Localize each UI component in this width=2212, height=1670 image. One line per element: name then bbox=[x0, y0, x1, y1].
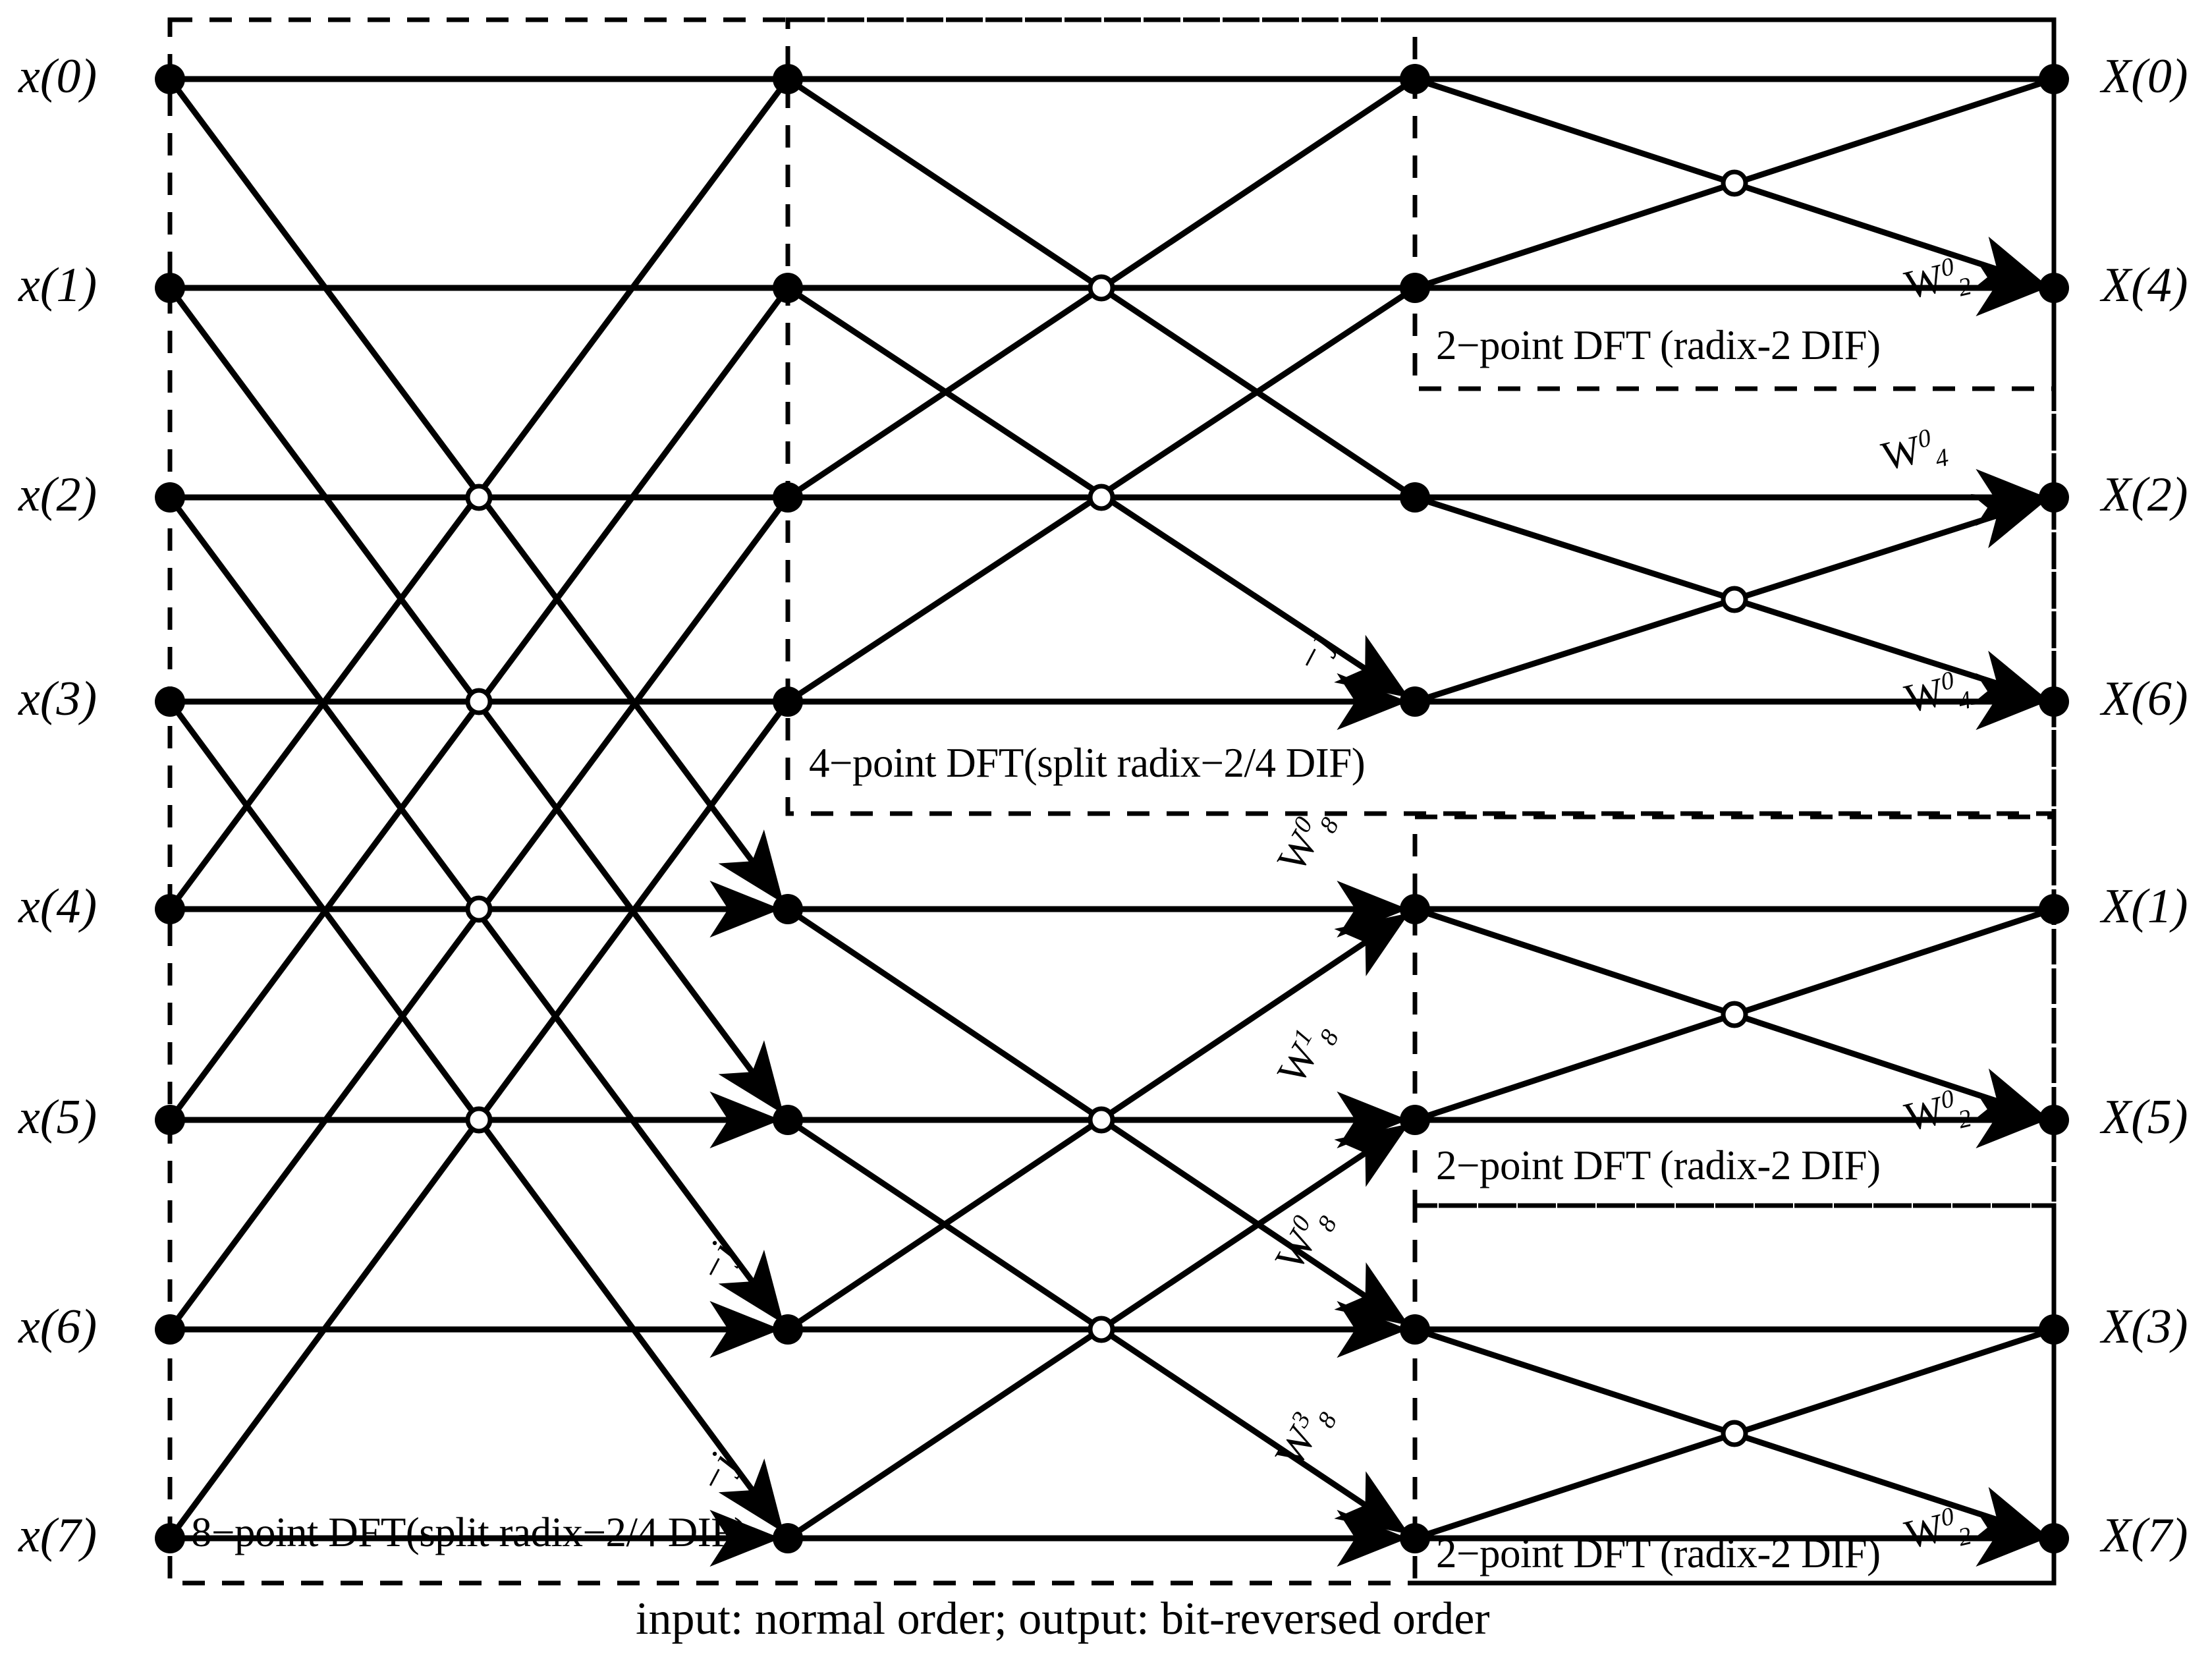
input-label-x2: x(2) bbox=[18, 468, 97, 522]
node-col0-row6 bbox=[155, 1314, 185, 1345]
box-2pt-c-label: 2−point DFT (radix-2 DIF) bbox=[1436, 1530, 1881, 1576]
node-col0-row1 bbox=[155, 273, 185, 303]
crossing-node-stage2-1 bbox=[1088, 484, 1115, 511]
node-col2-row0 bbox=[1400, 64, 1430, 94]
node-col2-row3 bbox=[1400, 686, 1430, 717]
output-label-0: X(0) bbox=[2101, 49, 2188, 103]
crossing-node-stage3-0 bbox=[1721, 169, 1748, 197]
node-col0-row0 bbox=[155, 64, 185, 94]
input-label-x0: x(0) bbox=[18, 49, 97, 103]
node-col3-row5 bbox=[2039, 1105, 2069, 1135]
node-col1-row6 bbox=[773, 1314, 803, 1345]
node-col1-row4 bbox=[773, 894, 803, 924]
box-8pt-label: 8−point DFT(split radix−2/4 DIF) bbox=[191, 1509, 748, 1555]
dashed-boxes-layer bbox=[167, 17, 2057, 1586]
node-col2-row6 bbox=[1400, 1314, 1430, 1345]
node-col3-row3 bbox=[2039, 686, 2069, 717]
box-2pt-a bbox=[1412, 17, 2057, 391]
box-4pt-label: 4−point DFT(split radix−2/4 DIF) bbox=[809, 740, 1366, 786]
node-col2-row2 bbox=[1400, 482, 1430, 513]
node-col2-row7 bbox=[1400, 1523, 1430, 1553]
node-col3-row4 bbox=[2039, 894, 2069, 924]
crossing-node-stage2-0 bbox=[1088, 274, 1115, 302]
diagram-caption: input: normal order; output: bit-reverse… bbox=[636, 1594, 1490, 1644]
node-col0-row2 bbox=[155, 482, 185, 513]
node-col1-row0 bbox=[773, 64, 803, 94]
output-label-1: X(4) bbox=[2101, 258, 2188, 312]
crossing-node-stage2-2 bbox=[1088, 1106, 1115, 1134]
output-label-4: X(1) bbox=[2101, 879, 2188, 933]
node-col0-row7 bbox=[155, 1523, 185, 1553]
output-label-7: X(7) bbox=[2101, 1509, 2188, 1563]
input-label-x6: x(6) bbox=[18, 1300, 97, 1354]
node-col1-row3 bbox=[773, 686, 803, 717]
node-col3-row1 bbox=[2039, 273, 2069, 303]
input-label-x7: x(7) bbox=[18, 1509, 97, 1563]
box-8pt bbox=[167, 17, 2057, 1586]
node-col3-row2 bbox=[2039, 482, 2069, 513]
node-col3-row0 bbox=[2039, 64, 2069, 94]
crossing-node-stage1-3 bbox=[465, 1106, 493, 1134]
crossing-node-stage3-3 bbox=[1721, 1420, 1748, 1447]
crossing-node-stage3-2 bbox=[1721, 1001, 1748, 1028]
edges-layer bbox=[167, 76, 2055, 1567]
output-label-6: X(3) bbox=[2101, 1300, 2188, 1354]
node-col1-row7 bbox=[773, 1523, 803, 1553]
crossing-node-stage2-3 bbox=[1088, 1316, 1115, 1343]
node-col1-row1 bbox=[773, 273, 803, 303]
input-label-x3: x(3) bbox=[18, 672, 97, 726]
input-label-x5: x(5) bbox=[18, 1090, 97, 1144]
crossing-node-stage1-2 bbox=[465, 895, 493, 923]
box-2pt-c bbox=[1412, 1203, 2057, 1586]
node-col2-row4 bbox=[1400, 894, 1430, 924]
output-label-2: X(2) bbox=[2101, 468, 2188, 522]
input-label-x4: x(4) bbox=[18, 879, 97, 933]
node-col2-row5 bbox=[1400, 1105, 1430, 1135]
output-label-3: X(6) bbox=[2101, 672, 2188, 726]
node-col0-row5 bbox=[155, 1105, 185, 1135]
node-col3-row7 bbox=[2039, 1523, 2069, 1553]
node-col1-row2 bbox=[773, 482, 803, 513]
crossing-node-stage3-1 bbox=[1721, 586, 1748, 613]
node-col3-row6 bbox=[2039, 1314, 2069, 1345]
box-2pt-a-label: 2−point DFT (radix-2 DIF) bbox=[1436, 322, 1881, 368]
node-col0-row3 bbox=[155, 686, 185, 717]
crossing-node-stage1-1 bbox=[465, 688, 493, 715]
node-col2-row1 bbox=[1400, 273, 1430, 303]
node-col0-row4 bbox=[155, 894, 185, 924]
node-col1-row5 bbox=[773, 1105, 803, 1135]
output-label-5: X(5) bbox=[2101, 1090, 2188, 1144]
box-2pt-b-label: 2−point DFT (radix-2 DIF) bbox=[1436, 1142, 1881, 1188]
input-label-x1: x(1) bbox=[18, 258, 97, 312]
nodes-layer bbox=[155, 64, 2069, 1553]
crossing-node-stage1-0 bbox=[465, 484, 493, 511]
